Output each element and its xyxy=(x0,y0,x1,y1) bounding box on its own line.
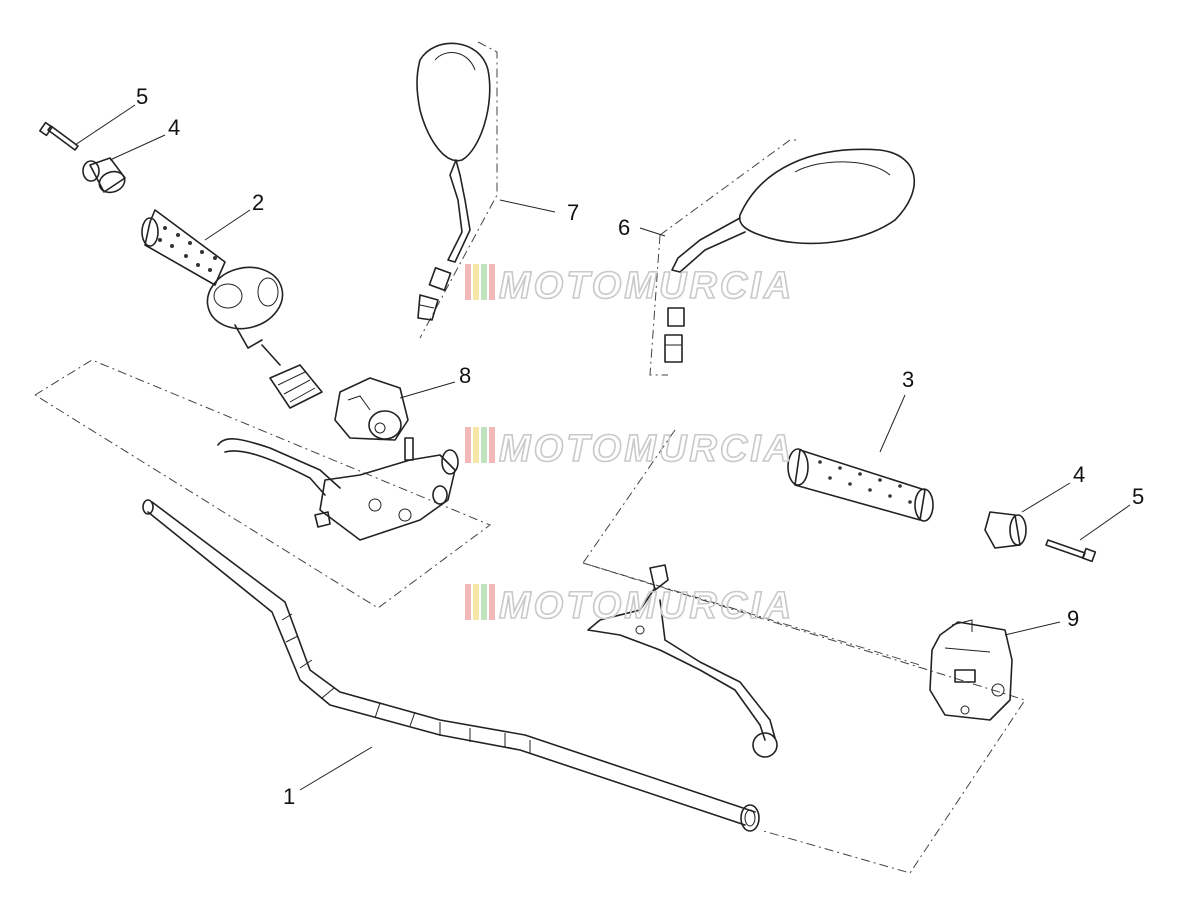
right-bar-end-screw xyxy=(1045,539,1097,563)
label-right-grip: 3 xyxy=(902,367,914,392)
label-right-bar-end-screw: 5 xyxy=(1132,484,1144,509)
watermark-text: MOTOMURCIA xyxy=(499,428,794,470)
label-handlebar: 1 xyxy=(283,784,295,809)
right-switch xyxy=(929,619,1013,721)
grip-cable-connector xyxy=(261,344,323,409)
left-grip xyxy=(141,209,284,349)
part-labels: 1 2 3 4 4 5 5 6 7 8 9 xyxy=(136,84,1144,809)
left-grip-texture xyxy=(158,226,217,272)
label-right-switch: 9 xyxy=(1067,606,1079,631)
label-left-bar-end-weight: 4 xyxy=(168,115,180,140)
watermark-2: MOTOMURCIA xyxy=(465,427,794,471)
clutch-lever-assembly xyxy=(217,437,459,541)
left-mirror xyxy=(416,42,491,321)
label-right-mirror: 6 xyxy=(618,215,630,240)
watermark-text: MOTOMURCIA xyxy=(499,265,794,307)
watermark-1: MOTOMURCIA xyxy=(465,264,794,308)
label-right-bar-end-weight: 4 xyxy=(1073,462,1085,487)
right-bar-end-weight xyxy=(984,511,1027,549)
label-left-bar-end-screw: 5 xyxy=(136,84,148,109)
label-left-mirror: 7 xyxy=(567,200,579,225)
watermark-text: MOTOMURCIA xyxy=(499,585,794,627)
right-grip xyxy=(787,448,934,522)
watermark-3: MOTOMURCIA xyxy=(465,584,794,628)
label-left-switch: 8 xyxy=(459,363,471,388)
assembly-outlines xyxy=(34,41,1026,874)
brake-lever-assembly xyxy=(587,564,778,758)
handlebar xyxy=(142,499,760,832)
label-left-grip: 2 xyxy=(252,190,264,215)
left-bar-end-screw xyxy=(39,121,79,151)
left-switch xyxy=(334,377,409,441)
leader-lines xyxy=(74,104,1131,791)
right-mirror xyxy=(664,148,916,363)
left-bar-end-weight xyxy=(82,157,126,194)
right-grip-texture xyxy=(818,460,912,504)
